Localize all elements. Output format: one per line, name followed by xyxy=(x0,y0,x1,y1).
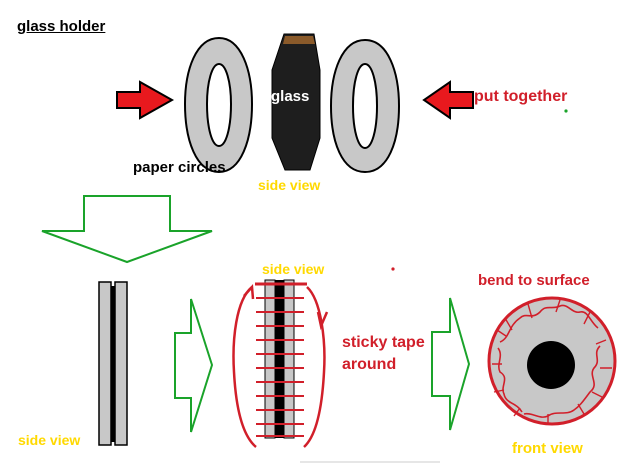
green-down-arrow xyxy=(41,195,213,264)
paper-circle-left xyxy=(183,36,254,174)
paper-circles-label: paper circles xyxy=(133,159,226,176)
glass-label: glass xyxy=(271,88,310,105)
red-arrow-left xyxy=(422,80,474,120)
assembled-ring-right xyxy=(114,281,128,446)
side-view-label-top: side view xyxy=(258,177,321,193)
green-dot xyxy=(564,109,568,113)
front-hole xyxy=(527,341,575,389)
around-label: around xyxy=(342,356,397,373)
tape-wrinkles xyxy=(497,304,601,418)
glass-top-edge xyxy=(283,36,315,44)
taped-holder xyxy=(255,279,307,439)
wrap-arrow-left xyxy=(232,286,257,448)
wrap-arrow-right-head xyxy=(316,311,329,331)
assembled-glass xyxy=(111,286,115,442)
red-arrow-right xyxy=(116,80,175,120)
wrap-arrow-right xyxy=(303,286,326,448)
tape-edges xyxy=(492,299,612,424)
assembled-ring-left xyxy=(98,281,112,446)
side-view-label-middle: side view xyxy=(262,261,325,277)
paper-circle-right xyxy=(329,38,401,174)
put-together-label: put together xyxy=(474,88,568,105)
green-right-arrow-2 xyxy=(431,297,471,431)
green-right-arrow-1 xyxy=(174,298,214,433)
bend-to-surface-label: bend to surface xyxy=(478,272,590,289)
glass-pane xyxy=(271,33,321,171)
red-dot xyxy=(391,267,395,271)
front-view-label: front view xyxy=(512,440,583,457)
diagram-title: glass holder xyxy=(17,18,106,35)
sticky-tape-label: sticky tape xyxy=(342,334,425,351)
wrap-arrow-left-head xyxy=(243,283,255,300)
side-view-label-left: side view xyxy=(18,432,81,448)
